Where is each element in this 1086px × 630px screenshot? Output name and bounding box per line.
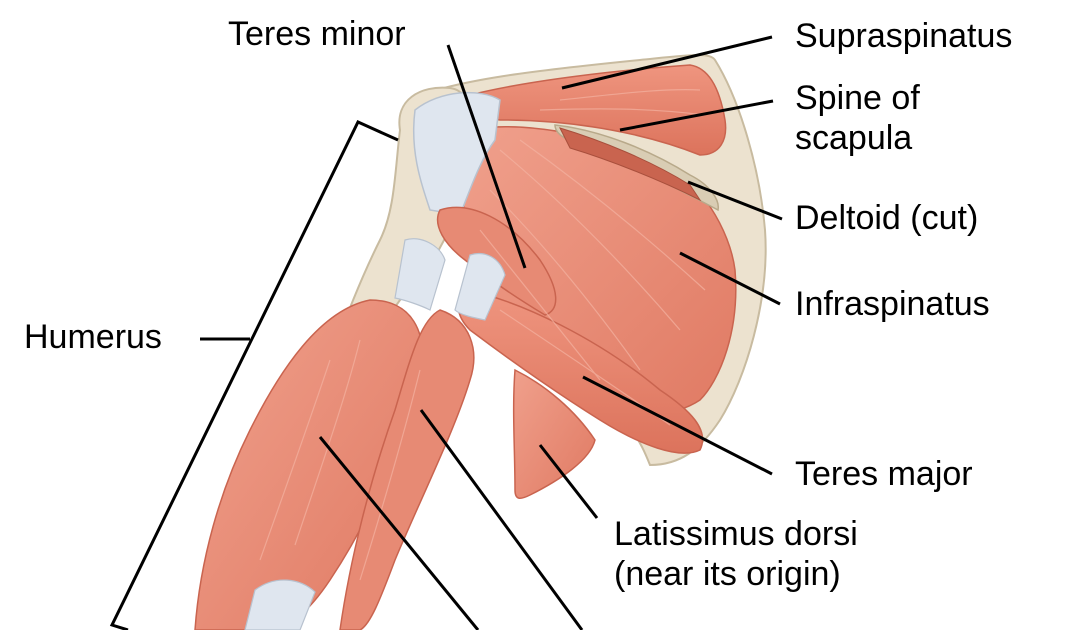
label-spine-of-scapula: Spine of scapula xyxy=(795,78,920,158)
arm-tendon-middle xyxy=(454,253,506,321)
muscle-fibers xyxy=(259,89,706,581)
leader-teres-major xyxy=(582,375,773,476)
leader-supraspinatus xyxy=(561,35,773,90)
label-spine-of-scapula-line1: Spine of xyxy=(795,79,920,117)
label-latissimus-line1: Latissimus dorsi xyxy=(614,515,858,553)
arm-muscle-long-head xyxy=(339,309,475,630)
leader-lines xyxy=(200,35,783,630)
humerus-bracket xyxy=(109,120,399,630)
leader-arm-2 xyxy=(419,409,584,630)
leader-arm-1 xyxy=(318,436,480,630)
label-latissimus-dorsi: Latissimus dorsi (near its origin) xyxy=(614,514,858,594)
leader-latissimus xyxy=(538,444,599,519)
label-spine-of-scapula-line2: scapula xyxy=(795,119,913,157)
arm-tendon-lower xyxy=(244,579,316,630)
leader-infraspinatus xyxy=(679,251,781,306)
label-supraspinatus: Supraspinatus xyxy=(795,17,1013,55)
label-infraspinatus: Infraspinatus xyxy=(795,285,990,323)
label-teres-minor: Teres minor xyxy=(228,15,406,53)
deltoid-cut xyxy=(559,127,702,202)
leader-teres-minor xyxy=(446,44,527,269)
label-teres-major: Teres major xyxy=(795,455,973,493)
label-deltoid: Deltoid (cut) xyxy=(795,199,979,237)
latissimus-dorsi-muscle xyxy=(512,368,596,500)
label-humerus: Humerus xyxy=(24,318,162,356)
arm-tendon-upper xyxy=(394,238,446,311)
leader-deltoid xyxy=(687,180,783,221)
supraspinatus-muscle xyxy=(468,64,727,156)
leader-spine-of-scapula xyxy=(619,99,774,132)
teres-major-muscle xyxy=(457,289,704,454)
label-latissimus-line2: (near its origin) xyxy=(614,555,841,593)
